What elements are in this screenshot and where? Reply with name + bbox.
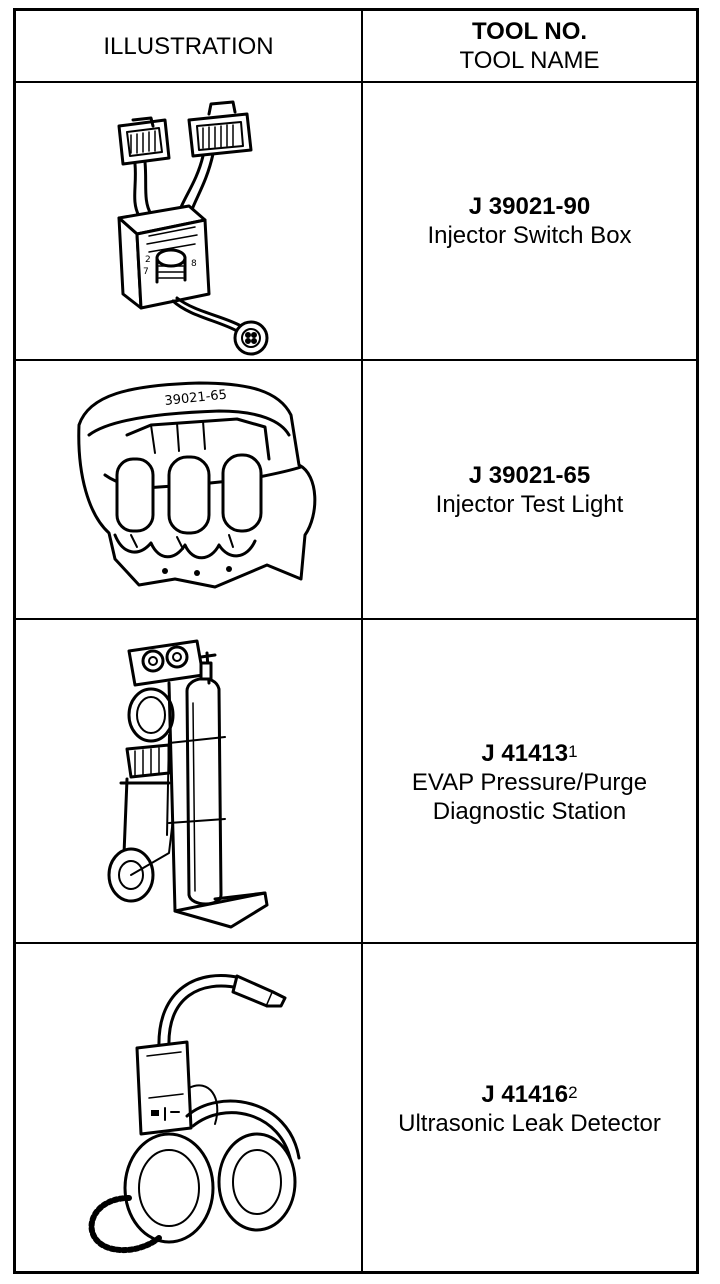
row-divider <box>16 942 696 944</box>
tool-number: J 414162 <box>481 1078 577 1109</box>
tool-number: J 39021-90 <box>468 193 591 220</box>
tool-table: ILLUSTRATION TOOL NO. TOOL NAME <box>13 8 699 1274</box>
tool-name-line: EVAP Pressure/Purge <box>411 768 648 796</box>
tool-cell: J 39021-90 Injector Switch Box <box>363 83 696 359</box>
row-divider <box>16 618 696 620</box>
tool-label-text: 39021-65 <box>163 387 227 408</box>
tool-name: Injector Test Light <box>435 490 624 518</box>
tool-number-text: J 41413 <box>481 739 569 767</box>
tool-name-header: TOOL NAME <box>459 47 600 74</box>
connector-right <box>187 100 252 158</box>
tool-number: J 39021-65 <box>468 461 591 489</box>
injector-test-light-illustration: 39021-65 <box>76 381 316 588</box>
tool-header: TOOL NO. TOOL NAME <box>363 11 696 81</box>
illustration-header: ILLUSTRATION <box>16 11 361 81</box>
evap-station-cart-illustration <box>107 639 268 929</box>
injector-switch-box-illustration: 2 7 8 <box>117 100 268 356</box>
illustration-cell <box>16 944 361 1271</box>
svg-text:7: 7 <box>143 267 149 277</box>
footnote-marker: 1 <box>568 741 578 761</box>
footnote-marker: 2 <box>568 1082 578 1102</box>
tool-name-line: Ultrasonic Leak Detector <box>398 1109 661 1137</box>
tool-cell: J 414131 EVAP Pressure/Purge Diagnostic … <box>363 620 696 942</box>
tool-name-line: Diagnostic Station <box>432 797 627 825</box>
connector-left <box>117 116 170 166</box>
tool-no-header: TOOL NO. <box>471 18 588 45</box>
tool-name: Injector Switch Box <box>427 222 632 249</box>
tool-number: J 414131 <box>481 737 577 768</box>
ultrasonic-leak-detector-illustration <box>88 973 300 1253</box>
svg-text:8: 8 <box>191 259 197 269</box>
column-divider <box>361 11 363 1271</box>
tool-number-text: J 41416 <box>481 1080 569 1108</box>
illustration-cell: 2 7 8 <box>16 83 361 359</box>
switch-box: 2 7 8 <box>117 204 210 310</box>
row-divider <box>16 81 696 83</box>
tool-cell: J 39021-65 Injector Test Light <box>363 361 696 618</box>
illustration-cell: 39021-65 <box>16 361 361 618</box>
row-divider <box>16 359 696 361</box>
svg-text:2: 2 <box>145 255 151 265</box>
illustration-cell <box>16 620 361 942</box>
illustration-header-label: ILLUSTRATION <box>103 32 274 60</box>
tool-cell: J 414162 Ultrasonic Leak Detector <box>363 944 696 1271</box>
